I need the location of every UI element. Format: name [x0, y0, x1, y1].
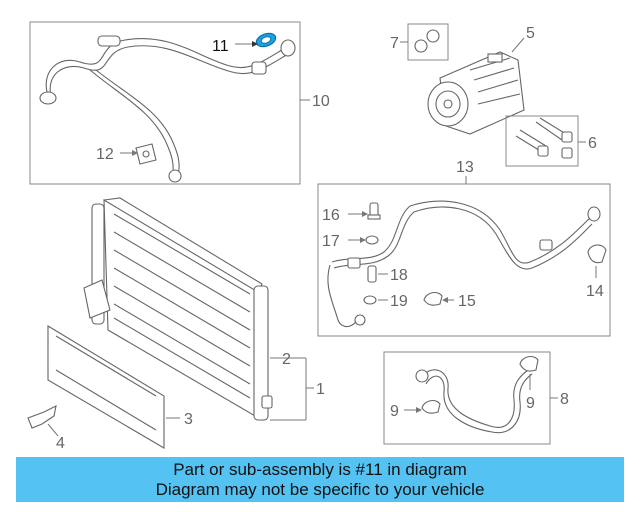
- banner-line-1: Part or sub-assembly is #11 in diagram: [173, 460, 467, 479]
- callout-4: 4: [56, 435, 65, 452]
- callout-19: 19: [390, 293, 408, 310]
- callout-14: 14: [586, 283, 604, 300]
- banner-line-2: Diagram may not be specific to your vehi…: [155, 480, 485, 499]
- callout-16: 16: [322, 207, 340, 224]
- callout-9-left: 9: [390, 403, 399, 420]
- group-box-10: [29, 21, 301, 185]
- callout-6: 6: [588, 135, 597, 152]
- seal-panel-3: [47, 325, 165, 449]
- clip-9-right: [519, 355, 539, 372]
- bolts-6: [515, 117, 573, 159]
- callout-9-right: 9: [526, 395, 535, 412]
- callout-13: 13: [456, 159, 474, 176]
- callout-3: 3: [184, 411, 193, 428]
- o-ring-11: [255, 32, 277, 48]
- callout-15: 15: [458, 293, 476, 310]
- callout-7: 7: [390, 35, 399, 52]
- clip-9-left: [421, 399, 441, 414]
- callout-12: 12: [96, 146, 114, 163]
- callout-1: 1: [316, 381, 325, 398]
- condenser-1: [83, 197, 273, 421]
- o-ring-17: [365, 235, 379, 245]
- ac-compressor-5: [427, 51, 525, 135]
- callout-17: 17: [322, 233, 340, 250]
- group-box-7: [407, 23, 449, 61]
- o-ring-19: [363, 295, 377, 305]
- bracket-4: [27, 405, 57, 429]
- callout-11: 11: [212, 38, 229, 55]
- clip-15: [423, 291, 443, 306]
- callout-10: 10: [312, 93, 330, 110]
- refrigerant-hose-8: [415, 369, 533, 434]
- group-box-13: [317, 183, 611, 337]
- group-box-6: [505, 115, 579, 167]
- bracket-14: [587, 244, 607, 264]
- callout-18: 18: [390, 267, 408, 284]
- callout-8: 8: [560, 391, 569, 408]
- info-banner: Part or sub-assembly is #11 in diagram D…: [16, 457, 624, 502]
- bracket-12: [135, 143, 157, 165]
- seal-rings-7: [414, 29, 440, 53]
- sensor-18: [367, 265, 377, 283]
- callout-5: 5: [526, 25, 535, 42]
- callout-2: 2: [282, 351, 291, 368]
- refrigerant-line-13: [327, 200, 601, 328]
- refrigerant-hose-upper: [39, 35, 296, 183]
- switch-16: [367, 202, 381, 220]
